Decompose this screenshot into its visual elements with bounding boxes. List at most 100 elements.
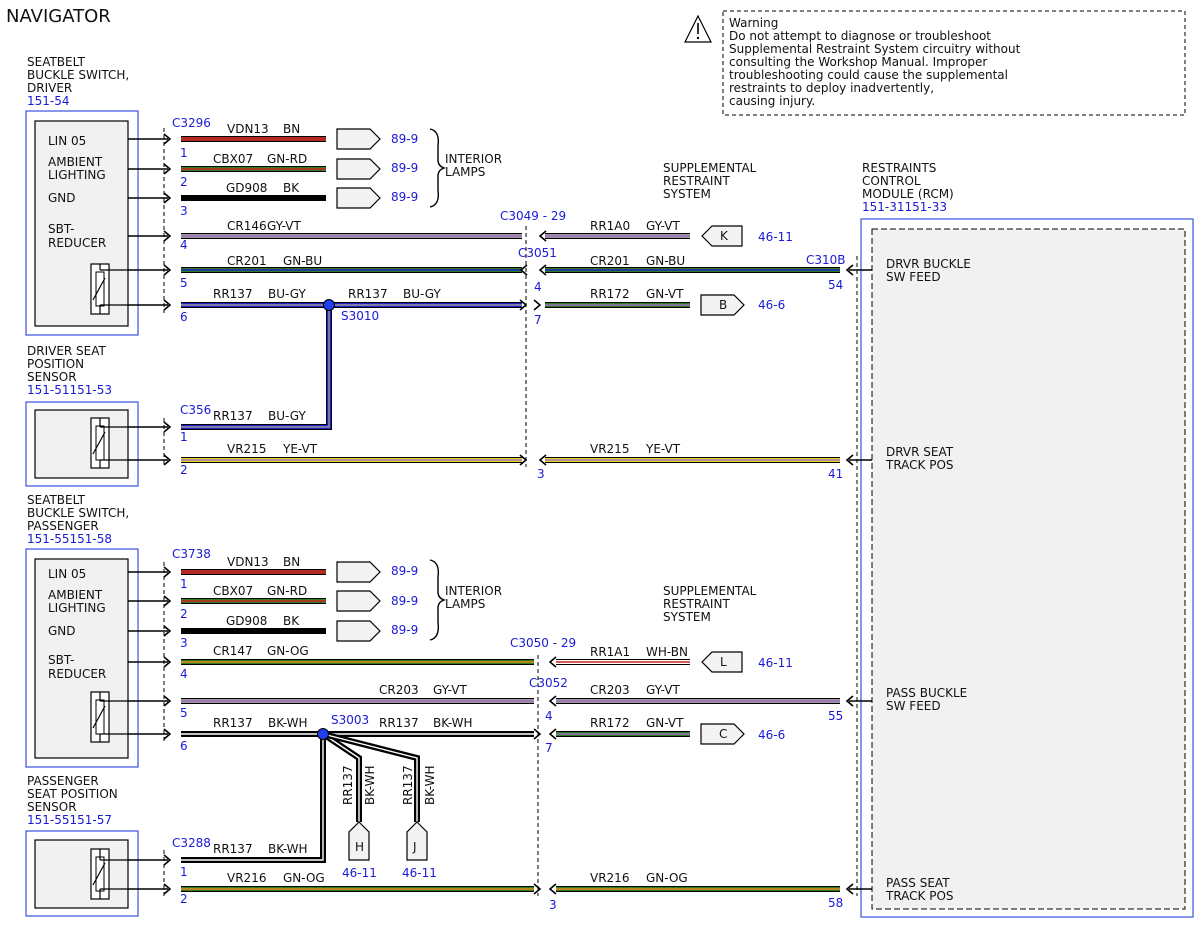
svg-text:PASSENGER: PASSENGER (27, 774, 99, 788)
ref-flag-label: J (412, 840, 417, 854)
dsps-box (25, 401, 139, 487)
svg-text:TRACK POS: TRACK POS (885, 458, 954, 472)
svg-text:RR137: RR137 (213, 842, 253, 856)
svg-text:2: 2 (180, 463, 188, 477)
svg-text:2: 2 (180, 607, 188, 621)
connector-c3296: C3296 (172, 116, 211, 130)
svg-text:CR147: CR147 (213, 644, 253, 658)
svg-text:POSITION: POSITION (27, 357, 84, 371)
svg-text:CR203: CR203 (379, 683, 419, 697)
svg-text:LIGHTING: LIGHTING (48, 601, 106, 615)
connector-arrow (163, 883, 172, 895)
svg-text:RESTRAINTS: RESTRAINTS (862, 161, 936, 175)
wire-layer (181, 136, 840, 892)
connector-labels: C3296 C356 C3738 C3288 C3049 - 29 C3051 … (172, 116, 846, 850)
warning-line: consulting the Workshop Manual. Improper (729, 55, 987, 69)
svg-text:151-31151-33: 151-31151-33 (862, 200, 947, 214)
svg-text:SYSTEM: SYSTEM (663, 610, 711, 624)
svg-text:SUPPLEMENTAL: SUPPLEMENTAL (663, 161, 757, 175)
svg-text:VDN13: VDN13 (227, 555, 269, 569)
svg-text:GN-BU: GN-BU (646, 254, 685, 268)
srs-label: SUPPLEMENTAL RESTRAINT SYSTEM SUPPLEMENT… (663, 161, 757, 624)
svg-text:REDUCER: REDUCER (48, 236, 106, 250)
svg-text:RR137: RR137 (213, 287, 253, 301)
svg-text:89-9: 89-9 (391, 623, 418, 637)
svg-text:DRIVER SEAT: DRIVER SEAT (27, 344, 107, 358)
svg-text:GN-VT: GN-VT (646, 716, 684, 730)
connector-arrow (533, 299, 542, 311)
connector-arrow (163, 163, 172, 175)
svg-text:BK: BK (283, 614, 300, 628)
svg-text:GY-VT: GY-VT (433, 683, 467, 697)
svg-text:SEATBELT: SEATBELT (27, 55, 86, 69)
sbs-driver-box: LIN 05 AMBIENT LIGHTING GND SBT- REDUCER (25, 110, 139, 336)
svg-text:46-6: 46-6 (758, 298, 785, 312)
svg-text:4: 4 (545, 709, 553, 723)
svg-text:GY-VT: GY-VT (646, 219, 680, 233)
svg-text:AMBIENT: AMBIENT (48, 155, 103, 169)
splice-label-s3003: S3003 (331, 713, 369, 727)
svg-text:LIN 05: LIN 05 (48, 134, 86, 148)
interior-lamps-brace: INTERIOR LAMPS INTERIOR LAMPS (429, 128, 502, 641)
ref-flag (348, 821, 370, 861)
svg-text:RR1A1: RR1A1 (590, 645, 630, 659)
svg-text:LIGHTING: LIGHTING (48, 168, 106, 182)
svg-text:GN-VT: GN-VT (646, 287, 684, 301)
svg-text:CBX07: CBX07 (213, 152, 253, 166)
svg-text:RESTRAINT: RESTRAINT (663, 597, 730, 611)
svg-text:PASS BUCKLE: PASS BUCKLE (886, 686, 967, 700)
ref-flag (700, 294, 745, 316)
warning-box: Warning Do not attempt to diagnose or tr… (684, 10, 1186, 116)
svg-text:SYSTEM: SYSTEM (663, 187, 711, 201)
svg-text:RR137: RR137 (213, 409, 253, 423)
svg-text:GN-OG: GN-OG (283, 871, 325, 885)
connector-arrow (845, 264, 854, 276)
svg-text:VDN13: VDN13 (227, 122, 269, 136)
ref-flag-label: B (719, 298, 727, 312)
connector-arrow (163, 299, 172, 311)
svg-text:SENSOR: SENSOR (27, 800, 77, 814)
svg-text:SBT-: SBT- (48, 653, 74, 667)
svg-text:VR216: VR216 (227, 871, 266, 885)
svg-text:3: 3 (549, 898, 557, 912)
svg-text:CONTROL: CONTROL (862, 174, 921, 188)
svg-text:58: 58 (828, 896, 843, 910)
wire-stripe (322, 733, 418, 822)
svg-text:46-11: 46-11 (758, 656, 793, 670)
svg-text:SW FEED: SW FEED (886, 270, 941, 284)
svg-text:6: 6 (180, 310, 188, 324)
svg-text:BK-WH: BK-WH (268, 716, 308, 730)
warning-triangle-icon (684, 14, 712, 43)
rcm-box: DRVR BUCKLE SW FEED DRVR SEAT TRACK POS … (860, 218, 1194, 918)
svg-text:89-9: 89-9 (391, 161, 418, 175)
svg-text:LAMPS: LAMPS (445, 165, 485, 179)
connector-c3051: C3051 (518, 246, 557, 260)
svg-text:GND: GND (48, 624, 76, 638)
svg-text:VR215: VR215 (590, 442, 629, 456)
svg-text:7: 7 (545, 741, 553, 755)
svg-text:GN-RD: GN-RD (267, 584, 307, 598)
splice-s3010 (323, 299, 335, 311)
connector-arrow (845, 454, 854, 466)
connector-c3738: C3738 (172, 547, 211, 561)
svg-text:YE-VT: YE-VT (645, 442, 681, 456)
svg-text:RR1A0: RR1A0 (590, 219, 630, 233)
sbs-passenger-label: SEATBELT BUCKLE SWITCH, PASSENGER 151-55… (27, 493, 129, 546)
connector-c3049: C3049 - 29 (500, 209, 566, 223)
ref-flag (336, 561, 381, 583)
svg-text:GN-OG: GN-OG (646, 871, 688, 885)
connector-arrow (163, 656, 172, 668)
svg-text:YE-VT: YE-VT (282, 442, 318, 456)
connector-arrows (163, 133, 854, 895)
svg-text:BK-WH: BK-WH (433, 716, 473, 730)
svg-text:46-6: 46-6 (758, 728, 785, 742)
svg-text:GND: GND (48, 191, 76, 205)
dsps-label: DRIVER SEAT POSITION SENSOR 151-51151-53 (27, 344, 112, 397)
svg-text:5: 5 (180, 706, 188, 720)
svg-text:BK-WH: BK-WH (363, 765, 377, 805)
svg-text:4: 4 (180, 238, 188, 252)
svg-text:REDUCER: REDUCER (48, 667, 106, 681)
ref-flag-label: L (720, 655, 727, 669)
